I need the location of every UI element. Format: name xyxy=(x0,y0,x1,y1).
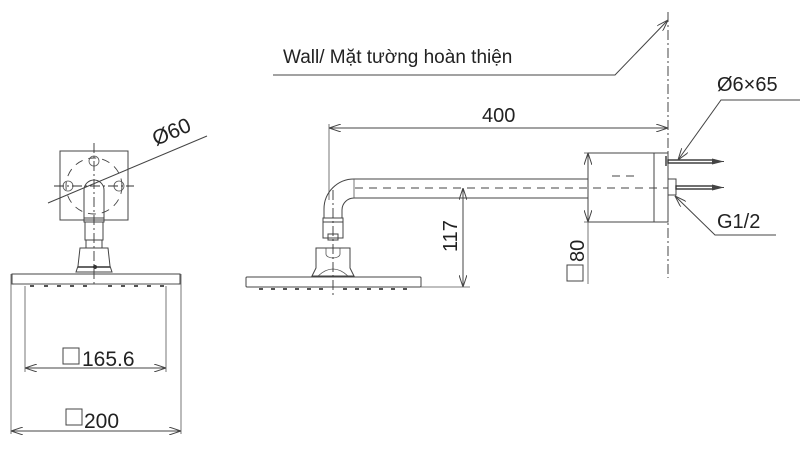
head-outer-label: 200 xyxy=(84,410,119,433)
flange-square-label: 80 xyxy=(567,240,589,262)
head-plate-front xyxy=(11,273,181,285)
wall-label: Wall/ Mặt tường hoàn thiện xyxy=(283,47,512,68)
head-plate-side xyxy=(245,276,422,288)
anchor-bolt-label: Ø6×65 xyxy=(717,74,778,96)
front-view: Ø60 165.6 200 xyxy=(10,114,208,434)
drop-height-label: 117 xyxy=(440,220,462,252)
head-inner-label: 165.6 xyxy=(82,348,135,371)
flange-leader xyxy=(47,135,208,204)
arm-length-label: 400 xyxy=(482,105,515,127)
flange-diameter-label: Ø60 xyxy=(149,114,195,151)
wall-leader xyxy=(273,20,668,76)
thread-leader xyxy=(675,196,776,236)
wall-flange-side xyxy=(587,152,655,223)
anchor-bolt-leader xyxy=(678,99,800,160)
thread-label: G1/2 xyxy=(717,211,760,233)
side-view: Wall/ Mặt tường hoàn thiện 400 xyxy=(245,12,800,296)
